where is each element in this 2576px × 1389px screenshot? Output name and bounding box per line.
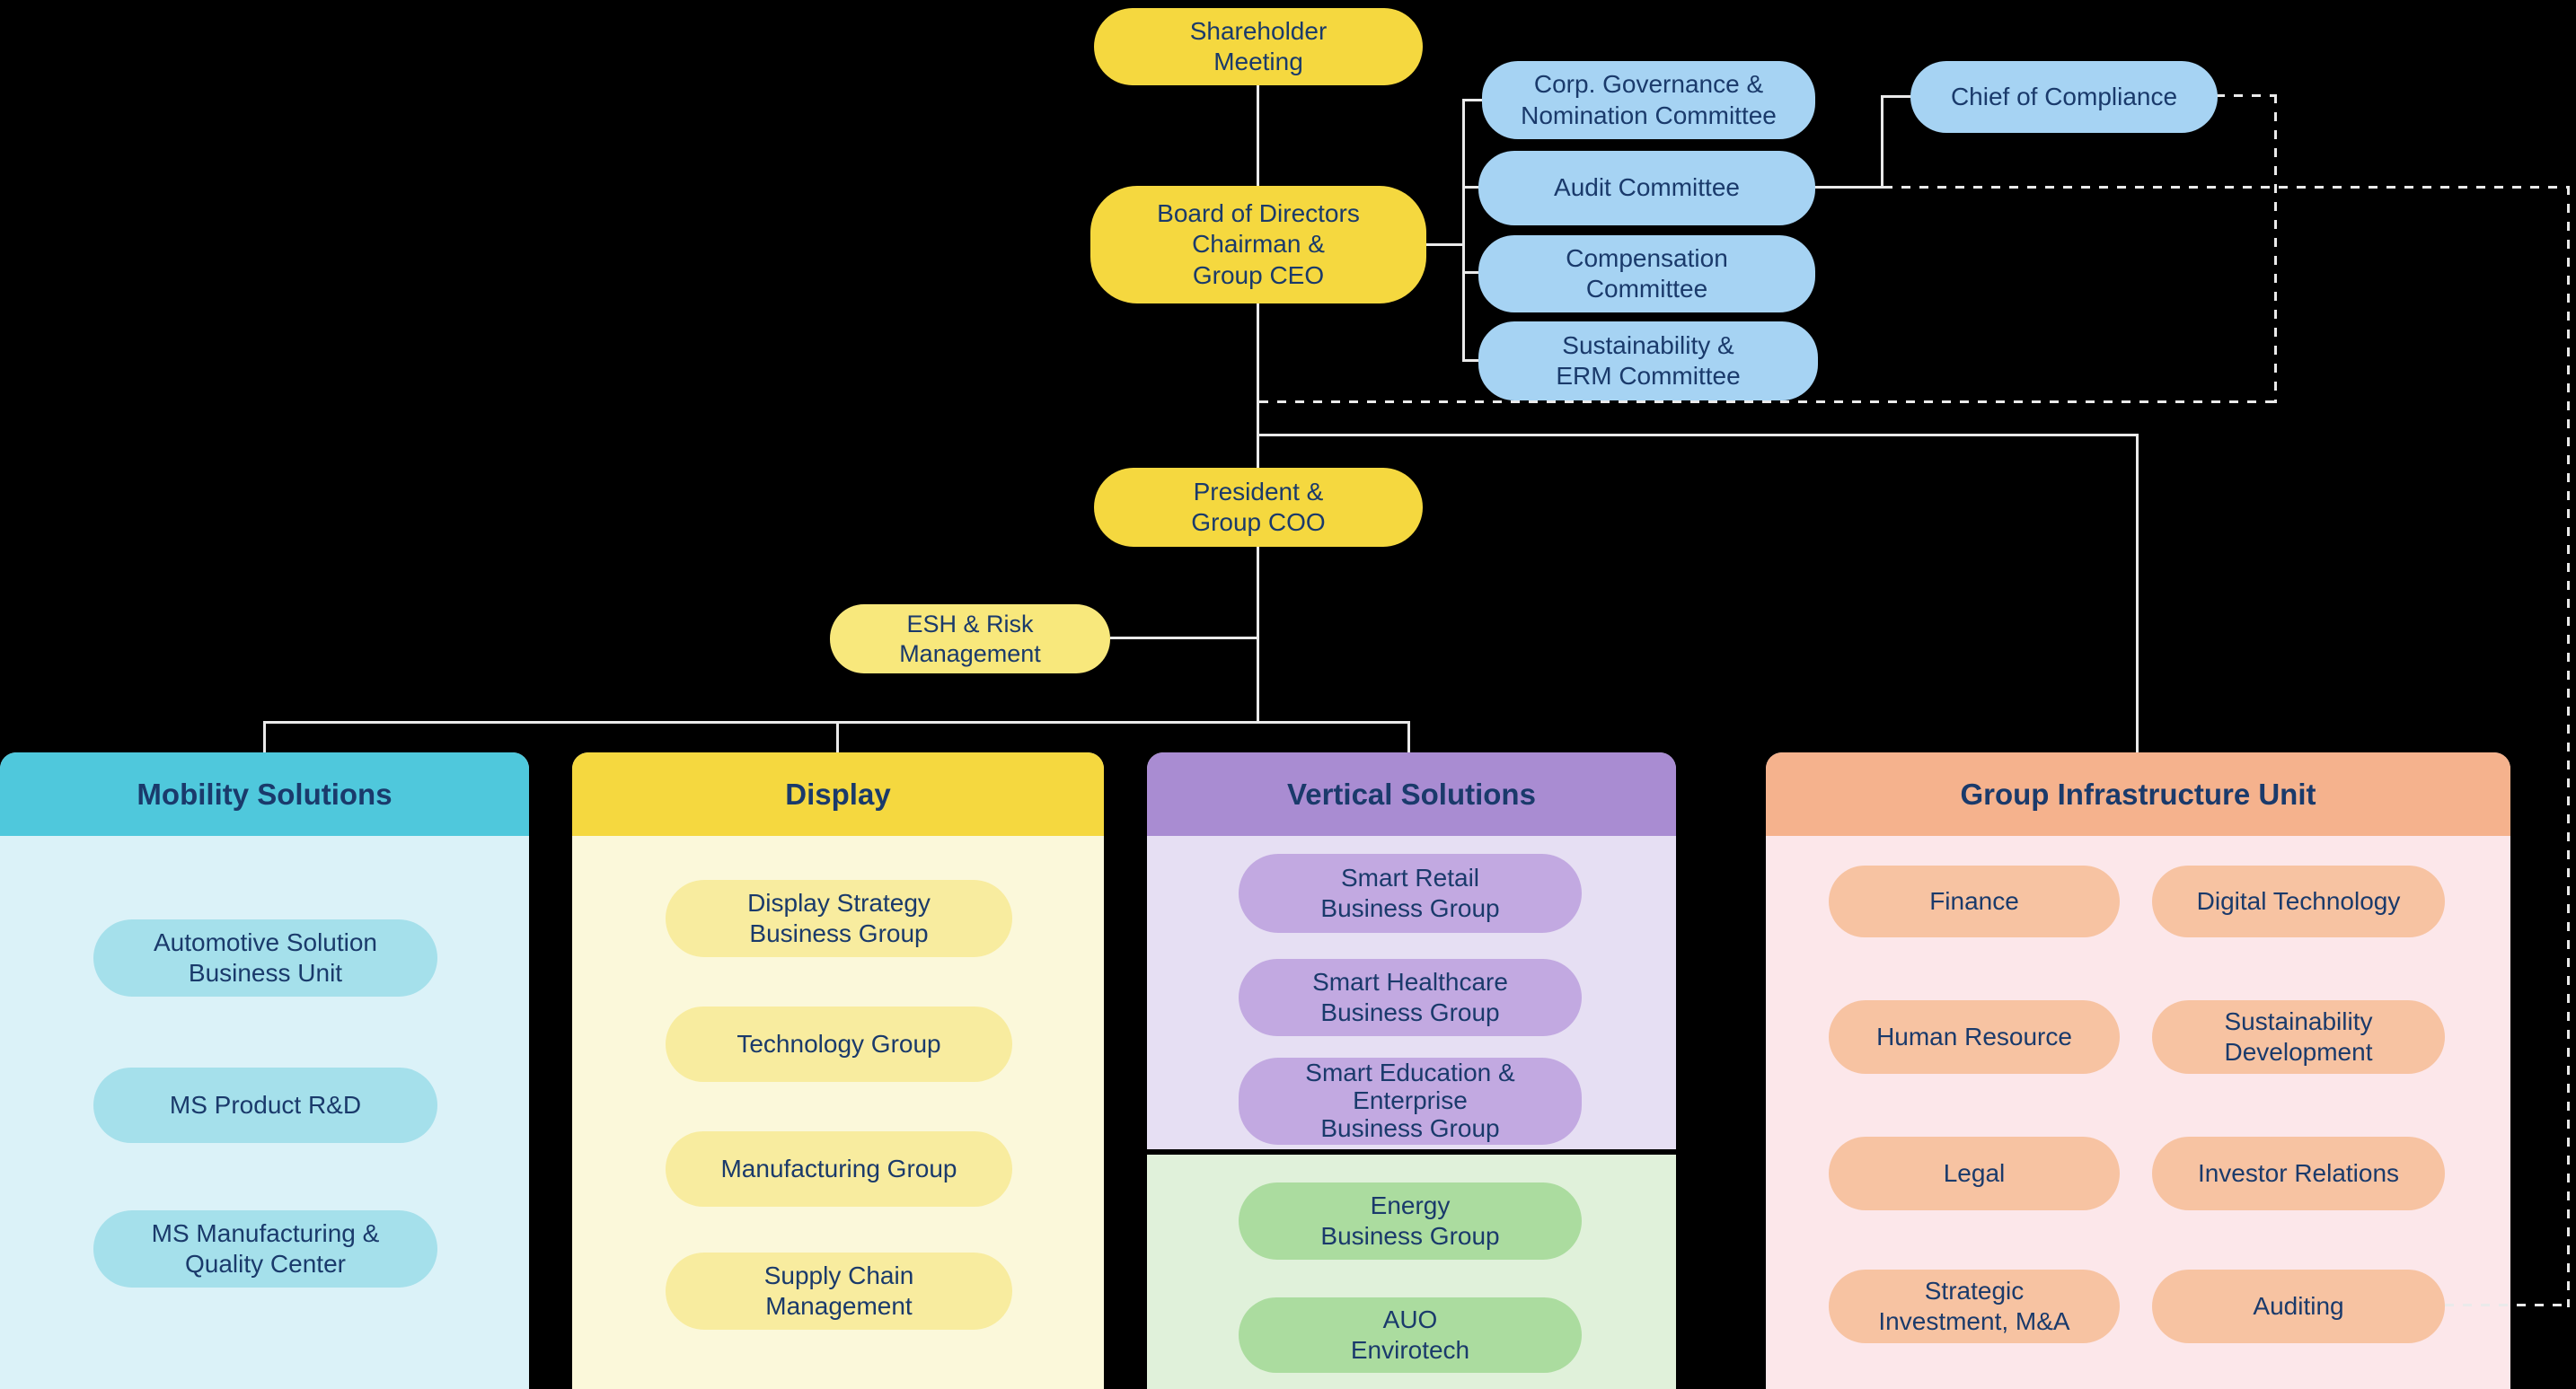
node-chief-of-compliance: Chief of Compliance xyxy=(1910,61,2218,133)
unit-digital-technology: Digital Technology xyxy=(2152,866,2445,937)
connector-line xyxy=(836,721,839,753)
unit-ms-product-rd: MS Product R&D xyxy=(93,1068,437,1143)
unit-technology-group: Technology Group xyxy=(666,1007,1012,1082)
column-vertical-solutions-green-section: Energy Business Group AUO Envirotech xyxy=(1147,1155,1676,1389)
node-committee-audit: Audit Committee xyxy=(1478,151,1815,225)
connector-line xyxy=(1462,271,1482,274)
connector-line xyxy=(1257,83,1259,189)
unit-ms-manufacturing-quality-center: MS Manufacturing & Quality Center xyxy=(93,1210,437,1288)
connector-line xyxy=(1407,721,1410,753)
unit-smart-retail-business-group: Smart Retail Business Group xyxy=(1239,854,1582,933)
column-header-display: Display xyxy=(572,752,1104,836)
connector-line xyxy=(1462,99,1465,362)
connector-dashed-line xyxy=(2216,94,2277,97)
column-vertical-solutions: Vertical Solutions Smart Retail Business… xyxy=(1147,752,1676,1149)
unit-sustainability-development: Sustainability Development xyxy=(2152,1000,2445,1074)
column-header-group-infrastructure-unit: Group Infrastructure Unit xyxy=(1766,752,2510,836)
node-committee-corp-governance-nomination: Corp. Governance & Nomination Committee xyxy=(1482,61,1815,139)
connector-line xyxy=(1462,99,1489,101)
connector-line xyxy=(1881,95,1883,188)
connector-dashed-line xyxy=(2274,94,2277,403)
unit-finance: Finance xyxy=(1829,866,2120,937)
unit-legal: Legal xyxy=(1829,1137,2120,1210)
unit-smart-healthcare-business-group: Smart Healthcare Business Group xyxy=(1239,959,1582,1036)
node-committee-compensation: Compensation Committee xyxy=(1478,235,1815,312)
node-esh-risk-management: ESH & Risk Management xyxy=(830,604,1110,673)
unit-smart-education-enterprise-business-group: Smart Education & Enterprise Business Gr… xyxy=(1239,1058,1582,1145)
connector-dashed-line xyxy=(2567,186,2570,1307)
connector-line xyxy=(1462,359,1482,362)
connector-line xyxy=(2136,434,2139,753)
connector-line xyxy=(1881,95,1913,98)
unit-display-strategy-business-group: Display Strategy Business Group xyxy=(666,880,1012,957)
column-mobility-solutions: Mobility Solutions Automotive Solution B… xyxy=(0,752,529,1389)
connector-line xyxy=(1425,243,1464,246)
column-header-vertical-solutions: Vertical Solutions xyxy=(1147,752,1676,836)
unit-human-resource: Human Resource xyxy=(1829,1000,2120,1074)
column-header-mobility-solutions: Mobility Solutions xyxy=(0,752,529,836)
unit-strategic-investment-ma: Strategic Investment, M&A xyxy=(1829,1270,2120,1343)
connector-line xyxy=(1462,186,1482,189)
node-shareholder-meeting: Shareholder Meeting xyxy=(1094,8,1423,85)
connector-dashed-line xyxy=(1883,186,2570,189)
unit-energy-business-group: Energy Business Group xyxy=(1239,1182,1582,1260)
node-board-of-directors: Board of Directors Chairman & Group CEO xyxy=(1090,186,1426,303)
node-committee-sustainability-erm: Sustainability & ERM Committee xyxy=(1478,321,1818,400)
connector-line xyxy=(1110,637,1259,639)
unit-automotive-solution-business-unit: Automotive Solution Business Unit xyxy=(93,919,437,997)
connector-line xyxy=(263,721,266,753)
unit-auo-envirotech: AUO Envirotech xyxy=(1239,1297,1582,1373)
connector-dashed-line xyxy=(2445,1304,2569,1306)
connector-line xyxy=(1257,434,2139,436)
column-display: Display Display Strategy Business Group … xyxy=(572,752,1104,1389)
connector-dashed-line xyxy=(1259,400,2276,403)
unit-investor-relations: Investor Relations xyxy=(2152,1137,2445,1210)
unit-supply-chain-management: Supply Chain Management xyxy=(666,1253,1012,1330)
node-president-group-coo: President & Group COO xyxy=(1094,468,1423,547)
unit-auditing: Auditing xyxy=(2152,1270,2445,1343)
column-group-infrastructure-unit: Group Infrastructure Unit Finance Digita… xyxy=(1766,752,2510,1389)
connector-line xyxy=(1257,302,1259,470)
unit-manufacturing-group: Manufacturing Group xyxy=(666,1131,1012,1207)
connector-line xyxy=(1257,545,1259,724)
connector-line xyxy=(1813,186,1883,189)
